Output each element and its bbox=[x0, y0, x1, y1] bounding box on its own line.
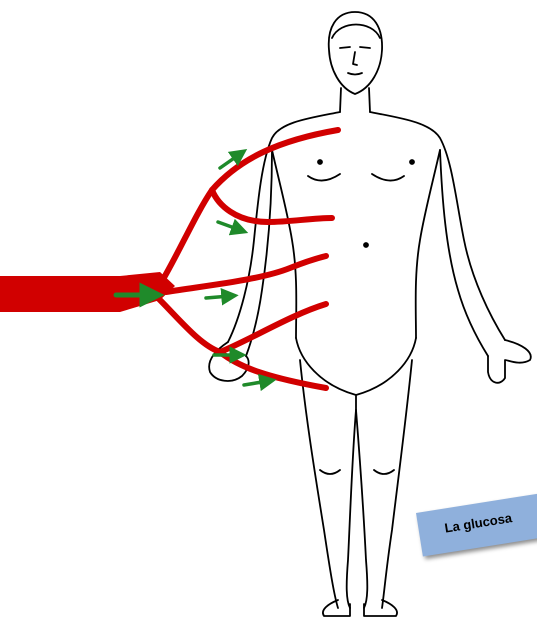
knee-lines bbox=[320, 470, 394, 474]
right-foot bbox=[364, 600, 397, 616]
face-nose-mouth bbox=[348, 52, 362, 75]
chest-lines bbox=[308, 174, 404, 181]
artery-branch-upper bbox=[158, 130, 338, 288]
right-hand-outline bbox=[488, 340, 531, 383]
flow-arrow bbox=[218, 222, 240, 230]
flow-arrows bbox=[116, 154, 268, 385]
artery-branch-lower-2 bbox=[220, 352, 326, 388]
flow-arrow bbox=[244, 381, 268, 385]
neck-outline bbox=[340, 88, 370, 112]
flow-arrow bbox=[206, 296, 230, 298]
hip-crotch bbox=[296, 338, 416, 410]
right-arm-outline bbox=[370, 112, 505, 356]
artery-trunk bbox=[0, 272, 175, 312]
hair-line bbox=[332, 25, 380, 39]
artery-tree bbox=[0, 130, 338, 388]
right-leg-outline bbox=[356, 360, 412, 608]
torso-outline bbox=[272, 150, 440, 338]
artery-branch-upper-2 bbox=[212, 190, 332, 222]
face-eyes bbox=[340, 47, 370, 48]
caption-text: La glucosa bbox=[444, 510, 513, 535]
left-leg-outline bbox=[300, 360, 356, 608]
